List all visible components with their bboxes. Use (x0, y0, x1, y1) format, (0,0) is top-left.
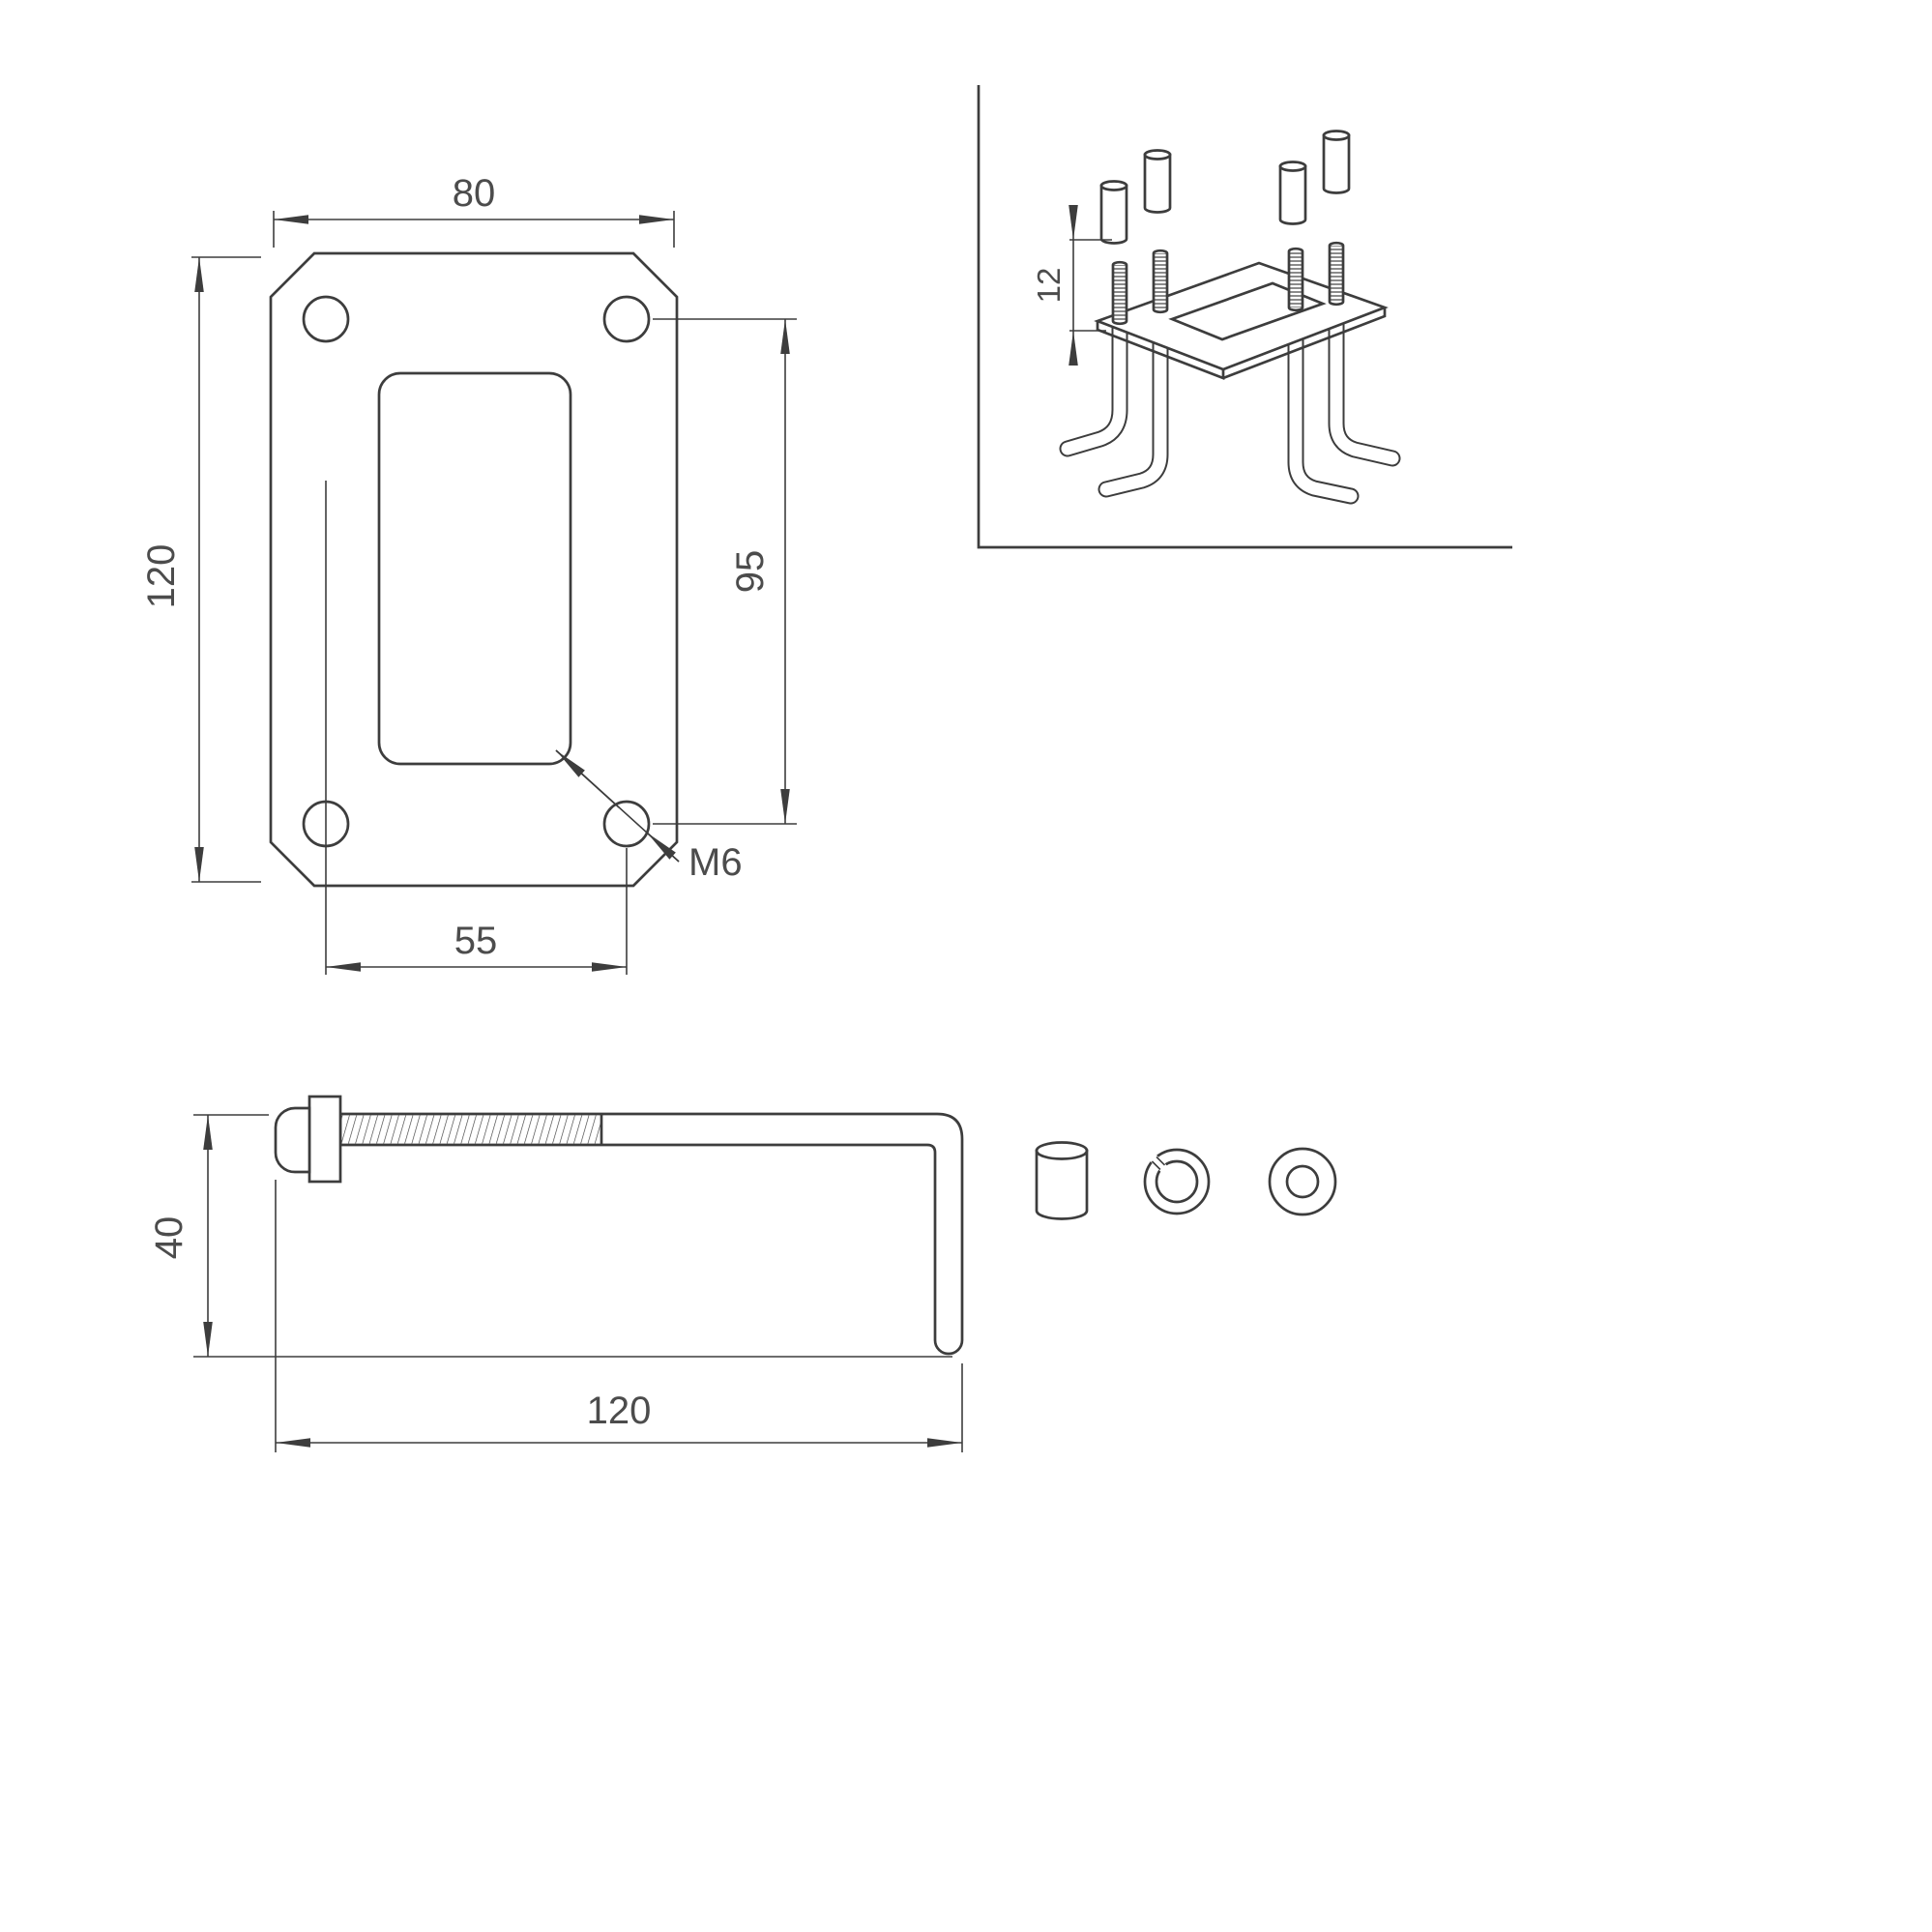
leader-arrow (646, 832, 680, 863)
anchor-bolt-view: 40 120 (148, 1095, 964, 1452)
assembly-iso-view: 12 (977, 85, 1512, 549)
threaded-stud (1152, 249, 1169, 314)
hardware-parts (1035, 1141, 1337, 1220)
leader-arrow (555, 749, 620, 808)
threaded-stud (1111, 260, 1128, 326)
lock-washer-slit (1156, 1156, 1166, 1166)
thread-callout: M6 (555, 749, 743, 884)
spacer-sleeve (1099, 180, 1128, 245)
lock-washer-gap (1147, 1152, 1170, 1175)
dim-label-hole-pitch-h: 55 (454, 920, 498, 962)
dim-leg-height: 40 (148, 1114, 952, 1358)
view-border (977, 85, 1512, 549)
dim-label-leg-height: 40 (148, 1216, 190, 1260)
spacer-part (1035, 1141, 1089, 1220)
dim-standoff: 12 (1031, 205, 1112, 366)
plan-view: 80 120 95 55 M6 (140, 172, 797, 975)
dim-label-height: 120 (140, 544, 183, 609)
bolt-cap (274, 1106, 311, 1174)
plate-outline (269, 251, 679, 888)
dim-bolt-length: 120 (275, 1180, 963, 1452)
flat-washer-part (1268, 1147, 1337, 1216)
dim-label-hole-pitch-v: 95 (729, 550, 772, 594)
threaded-stud (1328, 241, 1345, 307)
plate-cutout (377, 371, 572, 766)
spacer-sleeve (1278, 161, 1307, 225)
mounting-hole (602, 800, 651, 848)
anchor-leg-fill (1289, 289, 1358, 503)
dim-label-width: 80 (453, 172, 496, 215)
spacer-sleeve (1143, 149, 1172, 214)
dim-width-top: 80 (273, 172, 675, 248)
iso-plate-cutout (1168, 281, 1327, 341)
dim-hole-pitch-bottom: 55 (325, 481, 628, 975)
spacer-sleeves (1099, 130, 1351, 245)
anchor-leg-fill (1061, 312, 1127, 455)
bolt-nut (307, 1095, 342, 1184)
anchor-leg-fill (1099, 298, 1167, 496)
lock-washer-inner (1155, 1159, 1199, 1204)
threaded-studs (1111, 241, 1345, 326)
spacer-sleeve (1322, 130, 1351, 194)
spacer-rim (1035, 1141, 1089, 1160)
thread-size-label: M6 (688, 841, 743, 884)
mounting-hole (602, 295, 651, 343)
lock-washer-slit (1151, 1160, 1161, 1171)
iso-plate-thickness (1096, 307, 1387, 380)
thread-hatch (341, 1115, 600, 1144)
dim-hole-pitch-right: 95 (653, 318, 797, 825)
anchor-bolt-outline (338, 1112, 964, 1356)
flat-washer-inner (1285, 1164, 1320, 1199)
dim-label-bolt-length: 120 (587, 1390, 652, 1432)
anchor-leg-fill (1330, 293, 1399, 465)
mounting-hole (302, 295, 350, 343)
dim-label-standoff: 12 (1031, 268, 1067, 304)
anchor-legs (1059, 287, 1401, 505)
lock-washer-part (1143, 1148, 1211, 1215)
spacer-body (1035, 1149, 1089, 1220)
threaded-stud (1287, 247, 1304, 312)
dim-height-left: 120 (140, 256, 261, 883)
